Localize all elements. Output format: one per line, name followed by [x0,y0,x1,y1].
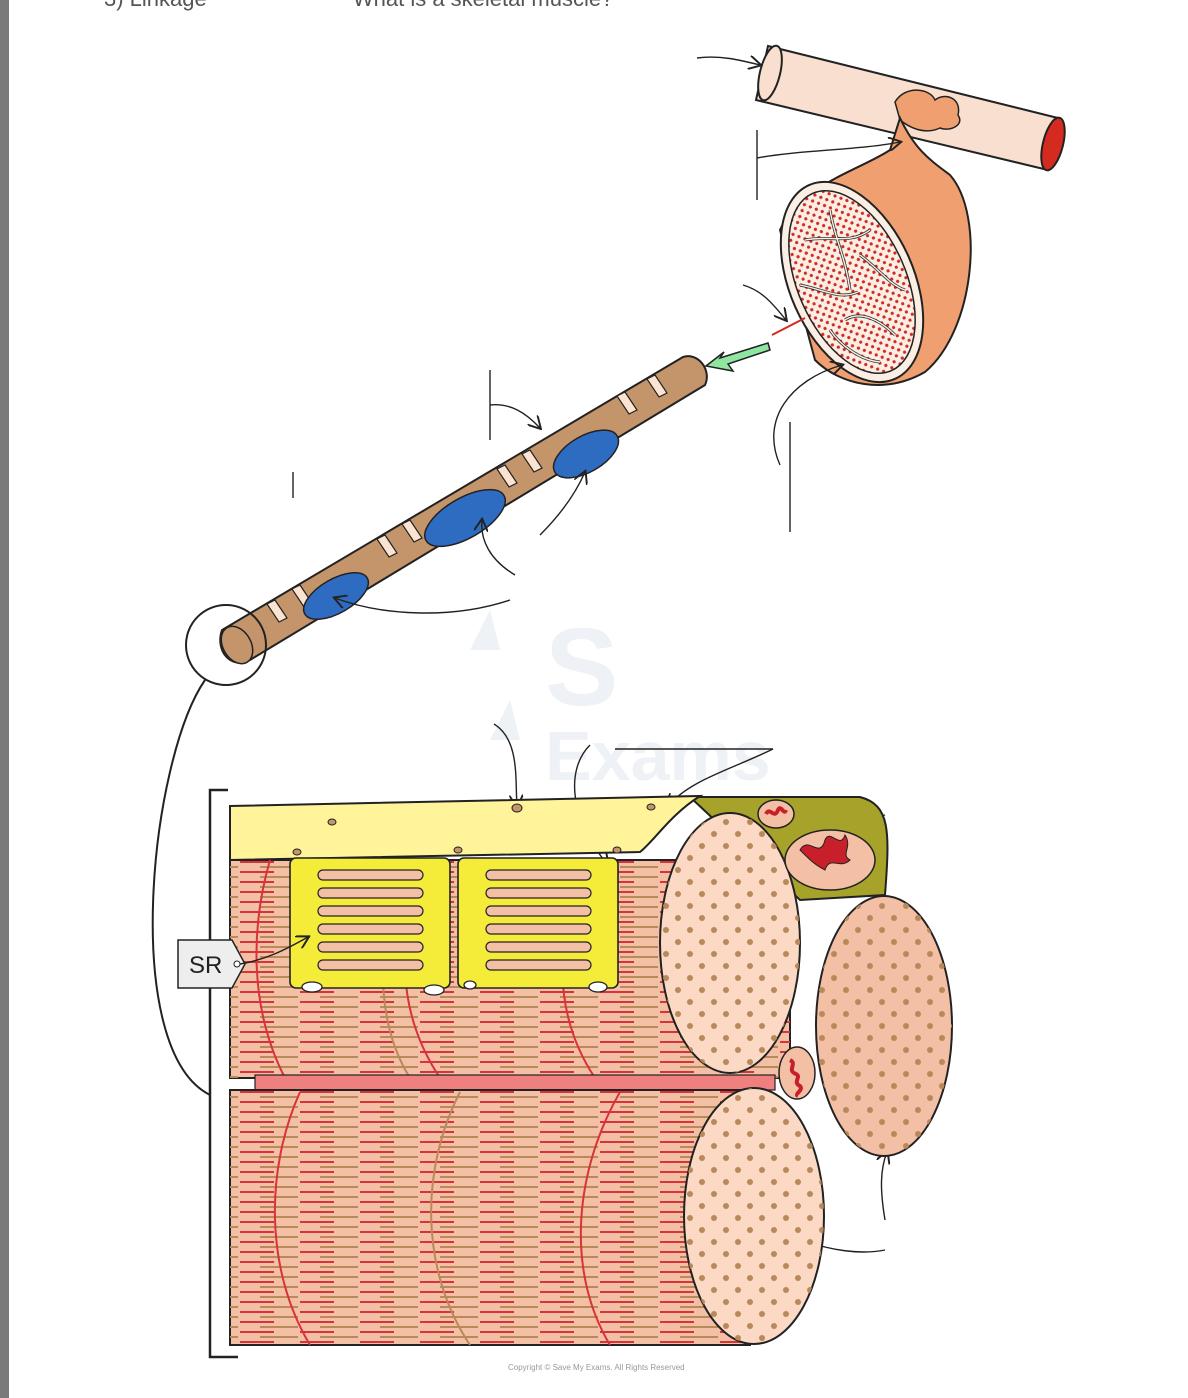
window-left-edge [0,0,9,1398]
header-strip: 3) Linkage What is a skeletal muscle? [9,0,1188,11]
watermark-exams: Exams [545,717,771,795]
question-header: 3) Linkage What is a skeletal muscle? [104,0,613,12]
zoom-connector [151,679,211,1096]
bracket [208,788,238,1359]
question-title: What is a skeletal muscle? [353,0,613,11]
watermark-s: S [545,606,618,729]
sr-label: SR [189,952,222,979]
label-lines [292,57,900,1253]
sr-label-tag: SR [177,937,308,989]
copyright-notice: Copyright © Save My Exams. All Rights Re… [508,1363,685,1372]
whole-muscle [771,115,972,386]
blood-vessel [754,44,1066,172]
muscle-fibre [185,355,708,686]
sarcoplasmic-reticulum [289,857,619,996]
question-number: 3) Linkage [104,0,207,11]
watermark: S Exams [470,606,771,795]
magnify-circle [185,604,267,686]
muscle-fibre-detail [229,794,953,1346]
mitochondria [757,799,876,1100]
zoom-arrow [704,342,771,373]
